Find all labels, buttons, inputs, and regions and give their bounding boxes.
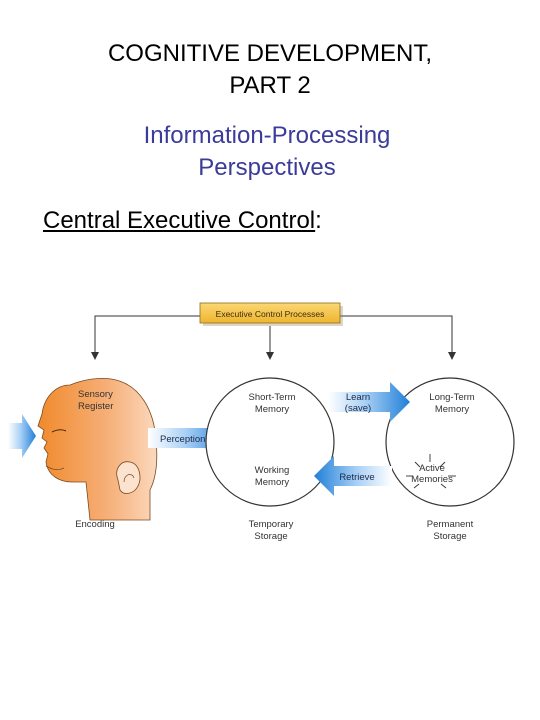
slide-subtitle-line1: Information-Processing [143, 122, 391, 149]
ltm-label-line2: Memory [435, 404, 470, 415]
retrieve-label: Retrieve [339, 472, 374, 483]
ltm-label-line1: Long-Term [429, 392, 474, 403]
temporary-storage-label-line1: Temporary [249, 519, 294, 530]
retrieve-arrow: Retrieve [314, 456, 392, 496]
perception-label: Perception [160, 434, 205, 445]
working-memory-label-line1: Working [255, 465, 290, 476]
section-heading-text: Central Executive Control [43, 207, 316, 234]
learn-arrow: Learn (save) [328, 382, 410, 422]
short-term-memory-circle [205, 377, 335, 507]
child-head-icon [37, 377, 158, 521]
sensory-register-label-line1: Sensory [78, 389, 113, 400]
long-term-memory-circle [385, 377, 515, 507]
stm-label-line2: Memory [255, 404, 290, 415]
active-memories-sparkle-icon [406, 454, 456, 489]
active-memories-label-line1: Active [419, 463, 445, 474]
input-arrow-icon [8, 414, 36, 458]
stm-label-line1: Short-Term [249, 392, 296, 403]
temporary-storage-label-line2: Storage [254, 531, 287, 542]
working-memory-label-line2: Memory [255, 477, 290, 488]
encoding-label: Encoding [75, 519, 115, 530]
section-heading-colon: : [315, 207, 322, 234]
executive-arrowheads [91, 352, 456, 360]
executive-control-label: Executive Control Processes [216, 309, 325, 319]
permanent-storage-label-line1: Permanent [427, 519, 474, 530]
slide-subtitle-line2: Perspectives [198, 154, 336, 181]
slide-title-line1: COGNITIVE DEVELOPMENT, [107, 40, 433, 67]
slide-subtitle: Information-Processing Perspectives [0, 120, 534, 184]
executive-control-box: Executive Control Processes [199, 302, 343, 326]
permanent-storage-label-line2: Storage [433, 531, 466, 542]
active-memories-label-line2: Memories [411, 474, 453, 485]
learn-label-line1: Learn [346, 392, 370, 403]
sensory-register-label-line2: Register [78, 401, 113, 412]
learn-label-line2: (save) [345, 403, 371, 414]
slide-title-line2: PART 2 [229, 72, 311, 99]
section-heading: Central Executive Control: [43, 205, 322, 237]
executive-connectors [94, 315, 453, 352]
information-processing-diagram: Executive Control Processes Sensory Regi… [8, 302, 515, 542]
slide-title: COGNITIVE DEVELOPMENT, PART 2 [0, 38, 540, 102]
